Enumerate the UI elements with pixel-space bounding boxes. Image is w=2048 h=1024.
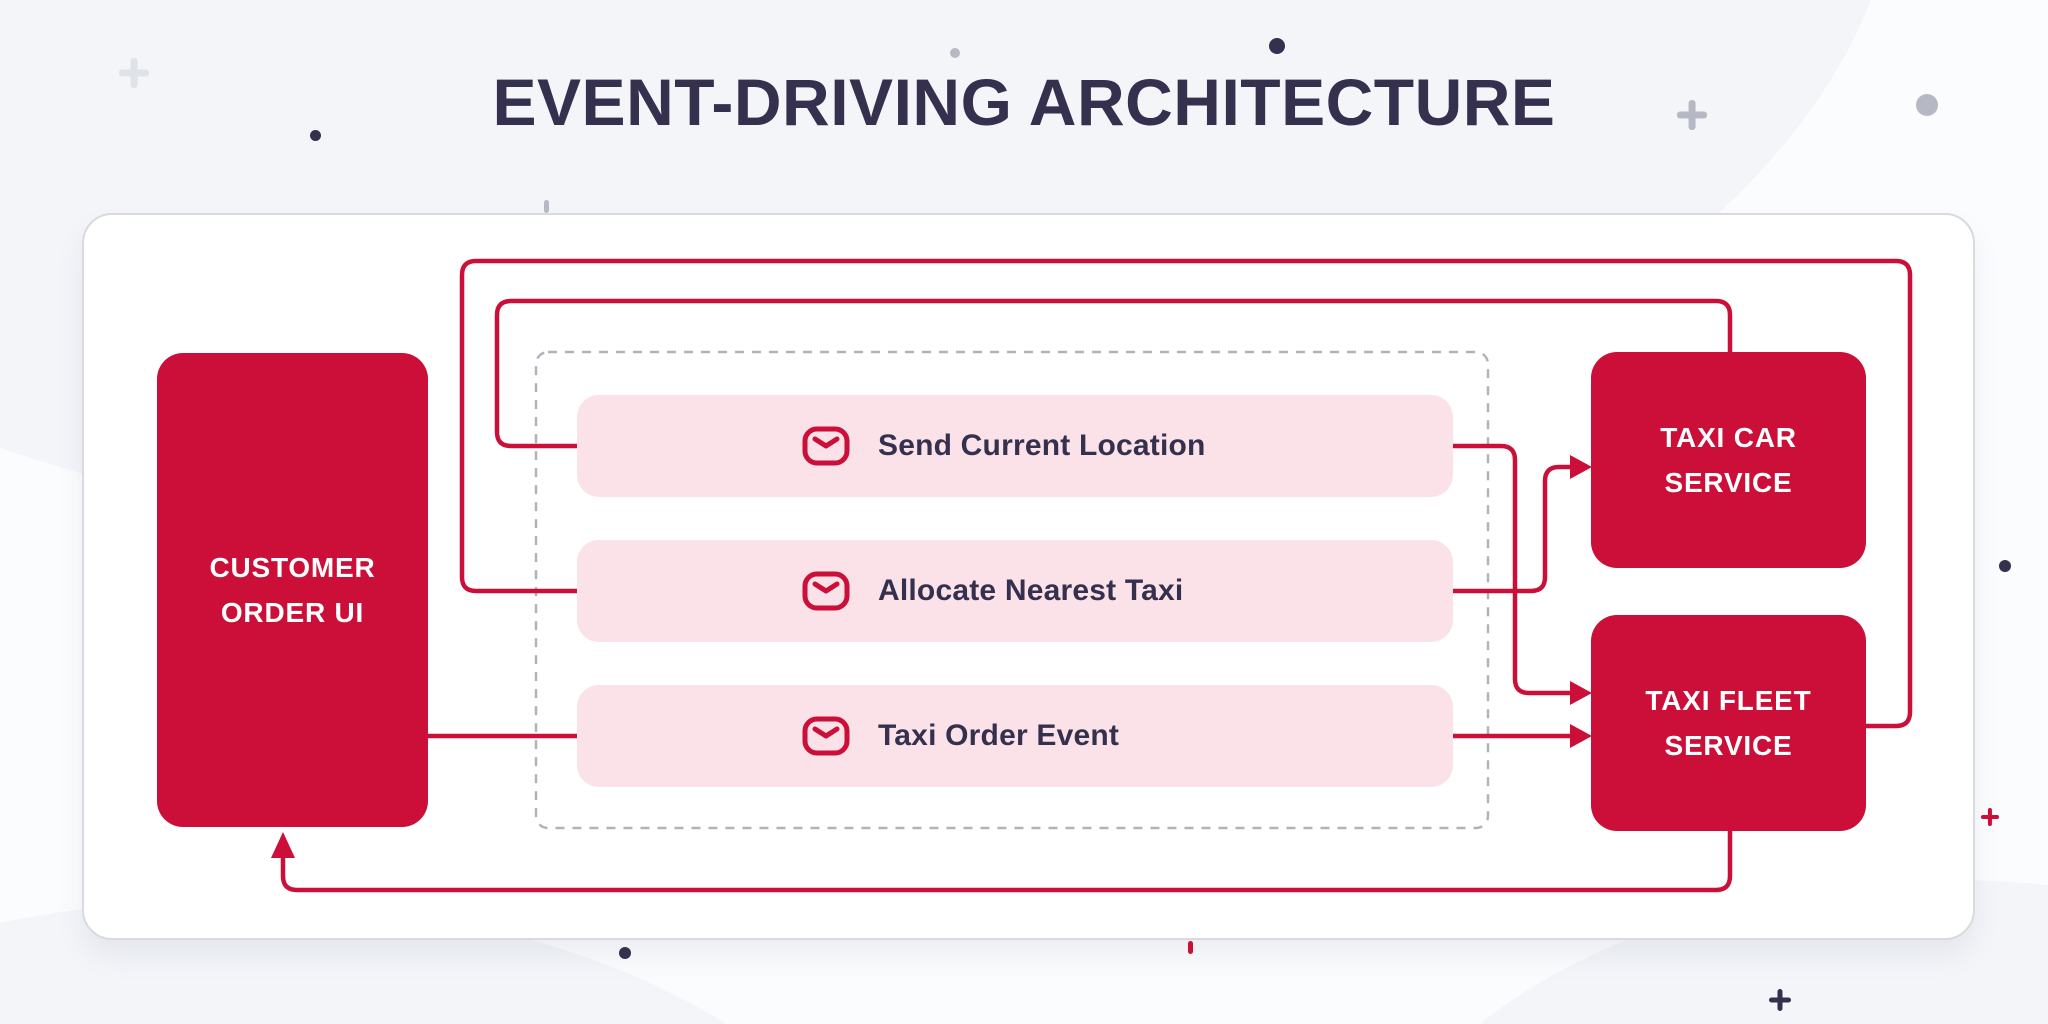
event-label-taxi-order-event: Taxi Order Event — [878, 719, 1120, 752]
node-label-line: SERVICE — [1664, 467, 1793, 498]
node-taxi-fleet-service: TAXI FLEET SERVICE — [1591, 615, 1866, 831]
dot-icon — [1916, 94, 1938, 116]
wire-send-location-to-fleet — [1448, 443, 1572, 696]
plus-icon — [1981, 808, 1999, 826]
dot-icon — [619, 947, 631, 959]
tick-icon — [544, 200, 549, 213]
wire-allocate-to-car — [1448, 464, 1572, 594]
wire-fleet-feedback-to-customer — [280, 831, 1733, 893]
event-row — [577, 395, 1453, 497]
dot-icon — [950, 48, 960, 58]
node-label-line: SERVICE — [1664, 730, 1793, 761]
node-customer-order-ui: CUSTOMER ORDER UI — [157, 353, 428, 827]
node-label-line: TAXI CAR — [1660, 422, 1797, 453]
dot-icon — [1999, 560, 2011, 572]
tick-icon — [1188, 941, 1193, 954]
arrowhead-into-car — [1570, 455, 1592, 479]
node-taxi-car-service: TAXI CAR SERVICE — [1591, 352, 1866, 568]
node-label-line: CUSTOMER — [209, 552, 376, 583]
node-label-line: ORDER UI — [220, 597, 365, 628]
envelope-icon — [802, 426, 850, 466]
dot-icon — [1269, 38, 1285, 54]
wire-fleet-to-allocate-taxi — [459, 258, 1913, 729]
envelope-icon — [802, 716, 850, 756]
event-label-allocate-nearest-taxi: Allocate Nearest Taxi — [878, 574, 1184, 607]
arrowhead-into-fleet-top — [1570, 681, 1592, 705]
wire-car-to-send-location — [494, 298, 1733, 449]
event-row — [577, 685, 1453, 787]
event-row — [577, 540, 1453, 642]
arrowhead-into-customer — [271, 832, 295, 858]
event-label-send-current-location: Send Current Location — [878, 429, 1206, 462]
plus-icon — [119, 58, 149, 88]
plus-icon — [1677, 100, 1707, 130]
node-label-line: TAXI FLEET — [1645, 685, 1812, 716]
envelope-icon — [802, 571, 850, 611]
dot-icon — [310, 130, 321, 141]
plus-icon — [1769, 989, 1791, 1011]
page-title: EVENT-DRIVING ARCHITECTURE — [492, 65, 1556, 139]
arrowhead-into-fleet-bottom — [1570, 724, 1592, 748]
